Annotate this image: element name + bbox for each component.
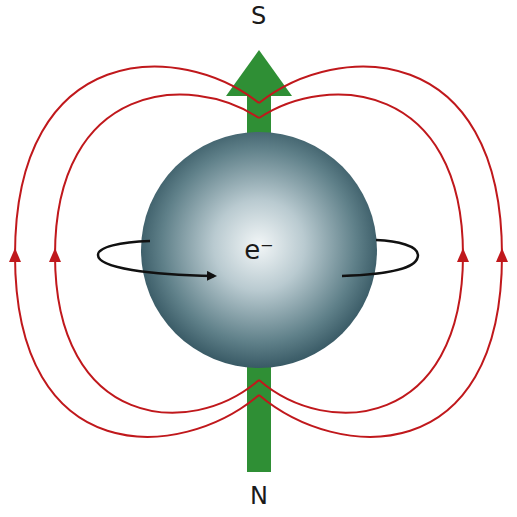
particle-symbol: e⁻ bbox=[244, 235, 274, 265]
electron-sphere: e⁻ bbox=[141, 132, 377, 368]
pole-label: S bbox=[251, 2, 266, 30]
pole-label: N bbox=[250, 482, 268, 510]
field-lines bbox=[15, 67, 502, 437]
